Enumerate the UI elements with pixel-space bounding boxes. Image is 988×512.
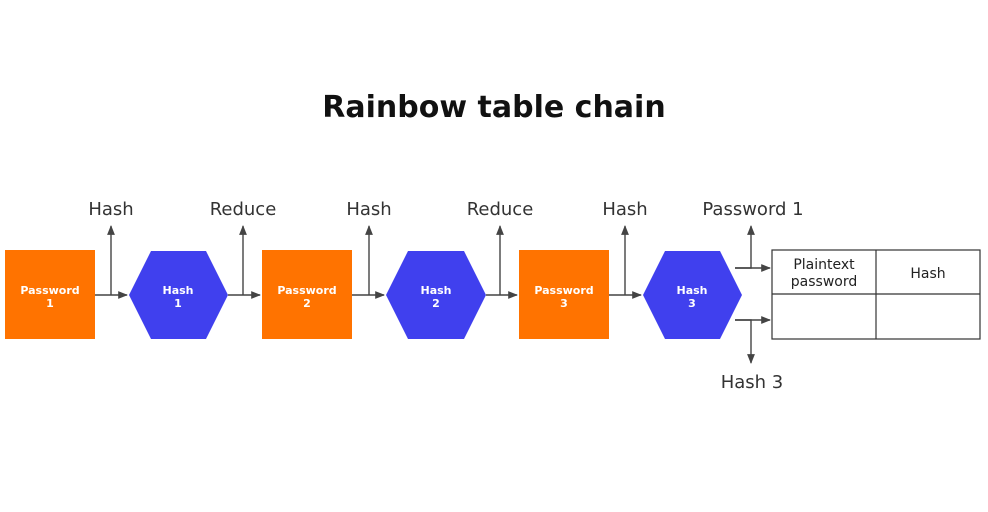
hash-label: Hash <box>602 199 647 220</box>
node-label-line2: 3 <box>560 297 568 310</box>
node-label-line2: 3 <box>688 297 696 310</box>
hash-label: Hash <box>346 199 391 220</box>
hash-down-arrow <box>735 319 755 364</box>
table-header-plaintext-line1: Plaintext <box>793 257 855 273</box>
password-node-2: Password 2 <box>262 250 352 339</box>
diagram-title: Rainbow table chain <box>322 90 665 125</box>
node-label-line1: Hash <box>162 284 193 297</box>
password-up-arrow <box>735 225 755 269</box>
node-label-line1: Password <box>20 284 79 297</box>
table-header-hash: Hash <box>910 266 945 282</box>
chain: Password 1 Hash 1 Password 2 Hash 2 Pass… <box>5 199 804 393</box>
reduce-label: Reduce <box>210 199 277 220</box>
node-label-line1: Hash <box>420 284 451 297</box>
password-1-label: Password 1 <box>702 199 803 220</box>
hash-node-2: Hash 2 <box>386 251 486 339</box>
hash-3-label: Hash 3 <box>721 372 784 393</box>
node-label-line2: 1 <box>46 297 54 310</box>
hash-node-3: Hash 3 <box>643 251 742 339</box>
hash-label: Hash <box>88 199 133 220</box>
reduce-label: Reduce <box>467 199 534 220</box>
rainbow-table: Plaintext password Hash <box>771 249 981 340</box>
table-header-plaintext-line2: password <box>791 274 857 290</box>
node-label-line2: 2 <box>432 297 440 310</box>
node-label-line2: 1 <box>174 297 182 310</box>
node-label-line1: Password <box>534 284 593 297</box>
password-node-3: Password 3 <box>519 250 609 339</box>
hash-node-1: Hash 1 <box>129 251 228 339</box>
node-label-line2: 2 <box>303 297 311 310</box>
node-label-line1: Password <box>277 284 336 297</box>
node-label-line1: Hash <box>676 284 707 297</box>
password-node-1: Password 1 <box>5 250 95 339</box>
